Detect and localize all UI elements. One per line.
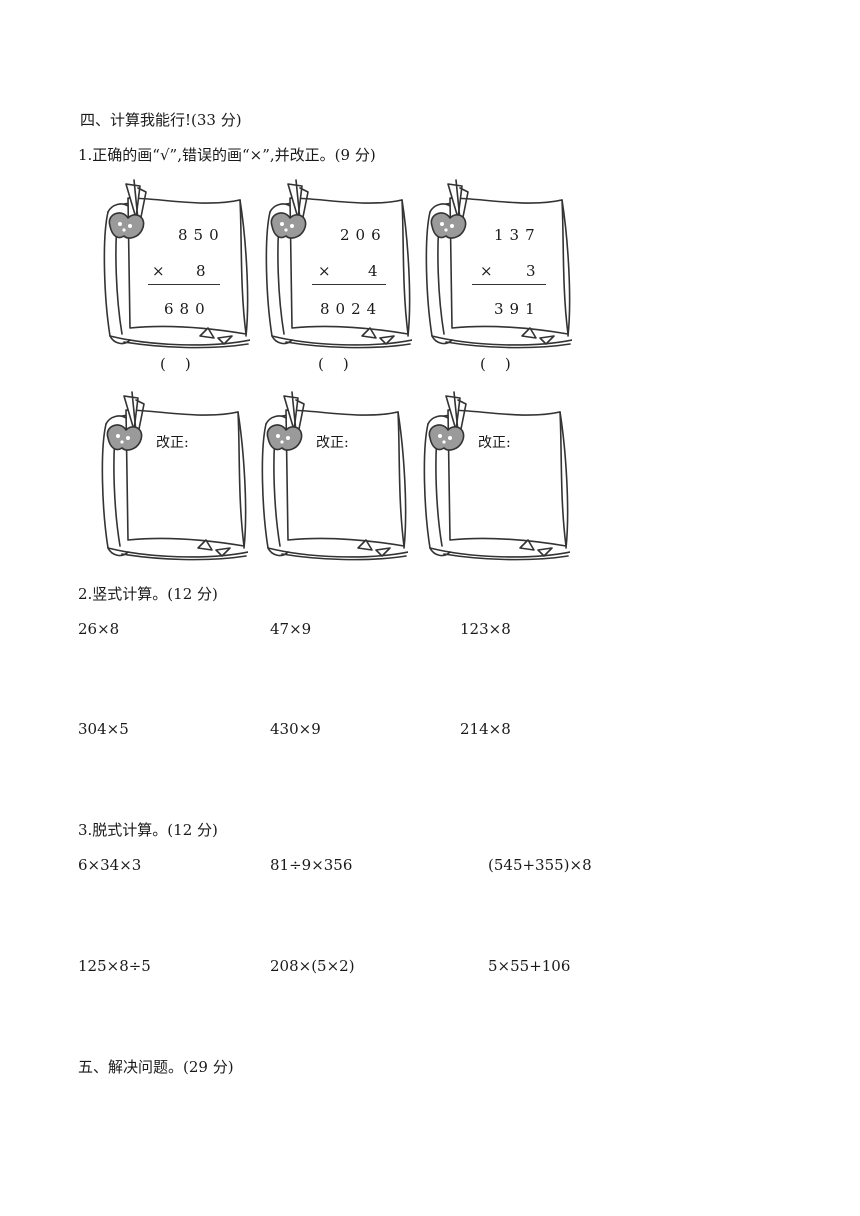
q1-title: 1.正确的画“√”,错误的画“×”,并改正。(9 分) [78, 146, 376, 164]
problem-result: 391 [494, 300, 541, 318]
problem-top-number: 206 [340, 226, 387, 244]
problem-top-number: 137 [494, 226, 541, 244]
q3-item-1: 6×34×3 [78, 856, 142, 874]
answer-paren-1[interactable]: ( ) [160, 355, 191, 373]
q3-item-3: (545+355)×8 [488, 856, 592, 874]
problem-top-number: 850 [178, 226, 225, 244]
problem-card-3: 137 × 3 391 [422, 178, 572, 360]
book-illustration [423, 391, 570, 561]
answer-paren-3[interactable]: ( ) [480, 355, 511, 373]
problem-multiplier: 3 [526, 262, 542, 280]
answer-paren-2[interactable]: ( ) [318, 355, 349, 373]
q2-title: 2.竖式计算。(12 分) [78, 585, 218, 603]
q3-title: 3.脱式计算。(12 分) [78, 821, 218, 839]
book-illustration [101, 391, 248, 561]
problem-rule [148, 284, 220, 285]
q3-item-4: 125×8÷5 [78, 957, 151, 975]
q2-item-4: 304×5 [78, 720, 129, 738]
problem-rule [312, 284, 386, 285]
problem-card-2: 206 × 4 8024 [262, 178, 412, 360]
q2-item-1: 26×8 [78, 620, 120, 638]
problem-result: 680 [164, 300, 211, 318]
problem-operator: × [318, 262, 337, 280]
q3-item-5: 208×(5×2) [270, 957, 355, 975]
q2-item-6: 214×8 [460, 720, 511, 738]
section4-title: 四、计算我能行!(33 分) [80, 111, 242, 129]
problem-result: 8024 [320, 300, 383, 318]
q2-item-5: 430×9 [270, 720, 321, 738]
book-illustration [265, 179, 412, 349]
problem-multiplier: 8 [196, 262, 212, 280]
q2-item-3: 123×8 [460, 620, 511, 638]
book-illustration [261, 391, 408, 561]
problem-operator: × [152, 262, 171, 280]
problem-card-1: 850 × 8 680 [100, 178, 250, 360]
correction-card-2[interactable]: 改正: [258, 390, 408, 572]
correction-card-1[interactable]: 改正: [98, 390, 248, 572]
section5-title: 五、解决问题。(29 分) [78, 1058, 234, 1076]
book-illustration [103, 179, 250, 349]
correction-card-3[interactable]: 改正: [420, 390, 570, 572]
correction-label: 改正: [478, 435, 511, 451]
q2-item-2: 47×9 [270, 620, 312, 638]
problem-rule [472, 284, 546, 285]
problem-operator: × [480, 262, 499, 280]
problem-multiplier: 4 [368, 262, 384, 280]
correction-label: 改正: [156, 435, 189, 451]
correction-label: 改正: [316, 435, 349, 451]
q3-item-2: 81÷9×356 [270, 856, 353, 874]
q3-item-6: 5×55+106 [488, 957, 571, 975]
